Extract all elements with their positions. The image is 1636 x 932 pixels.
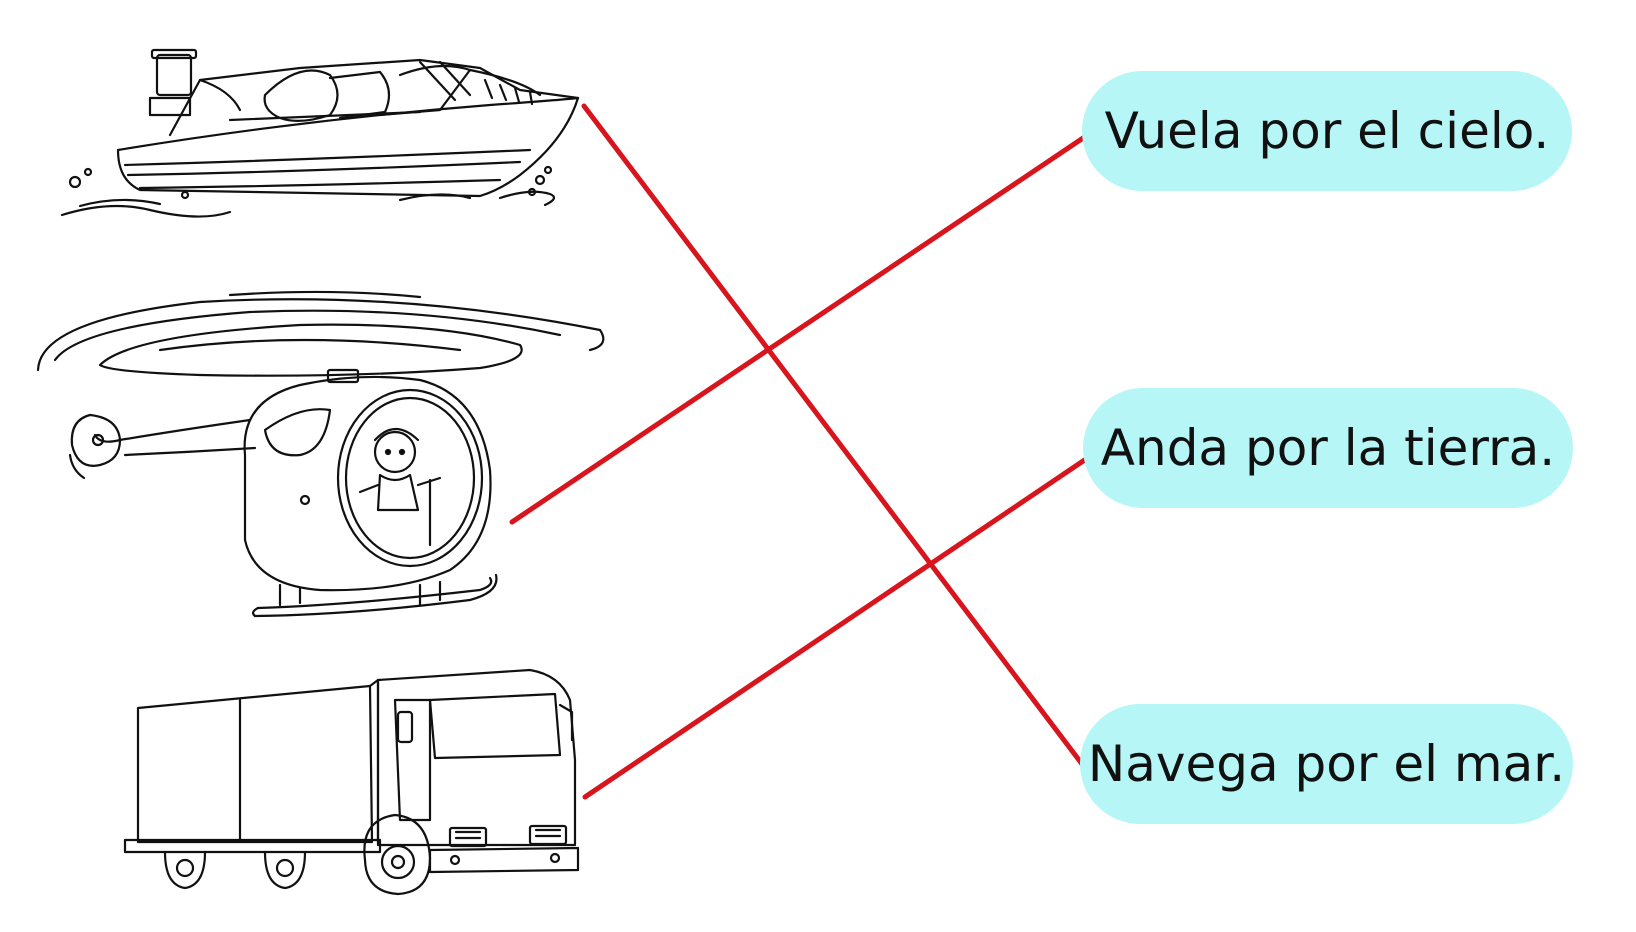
connector-boat-sea — [581, 103, 1085, 767]
phrase-bubble-land[interactable]: Anda por la tierra. — [1083, 388, 1573, 508]
speedboat-icon — [60, 48, 580, 218]
truck-icon — [123, 668, 580, 896]
phrase-bubble-sea[interactable]: Navega por el mar. — [1080, 704, 1573, 824]
connector-lines — [509, 103, 1095, 800]
connector-helicopter-sky — [509, 129, 1095, 525]
connector-truck-land — [582, 452, 1095, 800]
phrase-bubble-sky[interactable]: Vuela por el cielo. — [1082, 71, 1572, 191]
helicopter-icon — [36, 290, 605, 618]
